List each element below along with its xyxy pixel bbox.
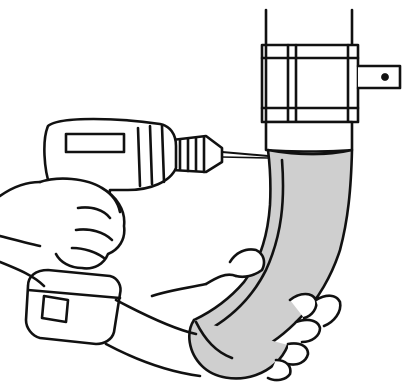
downspout-elbow <box>189 150 352 378</box>
downspout-pipe <box>262 10 358 122</box>
wall-bracket <box>358 66 400 88</box>
drill-bit <box>222 152 268 158</box>
elbow-collar <box>266 122 352 152</box>
drill-hand <box>0 179 124 269</box>
